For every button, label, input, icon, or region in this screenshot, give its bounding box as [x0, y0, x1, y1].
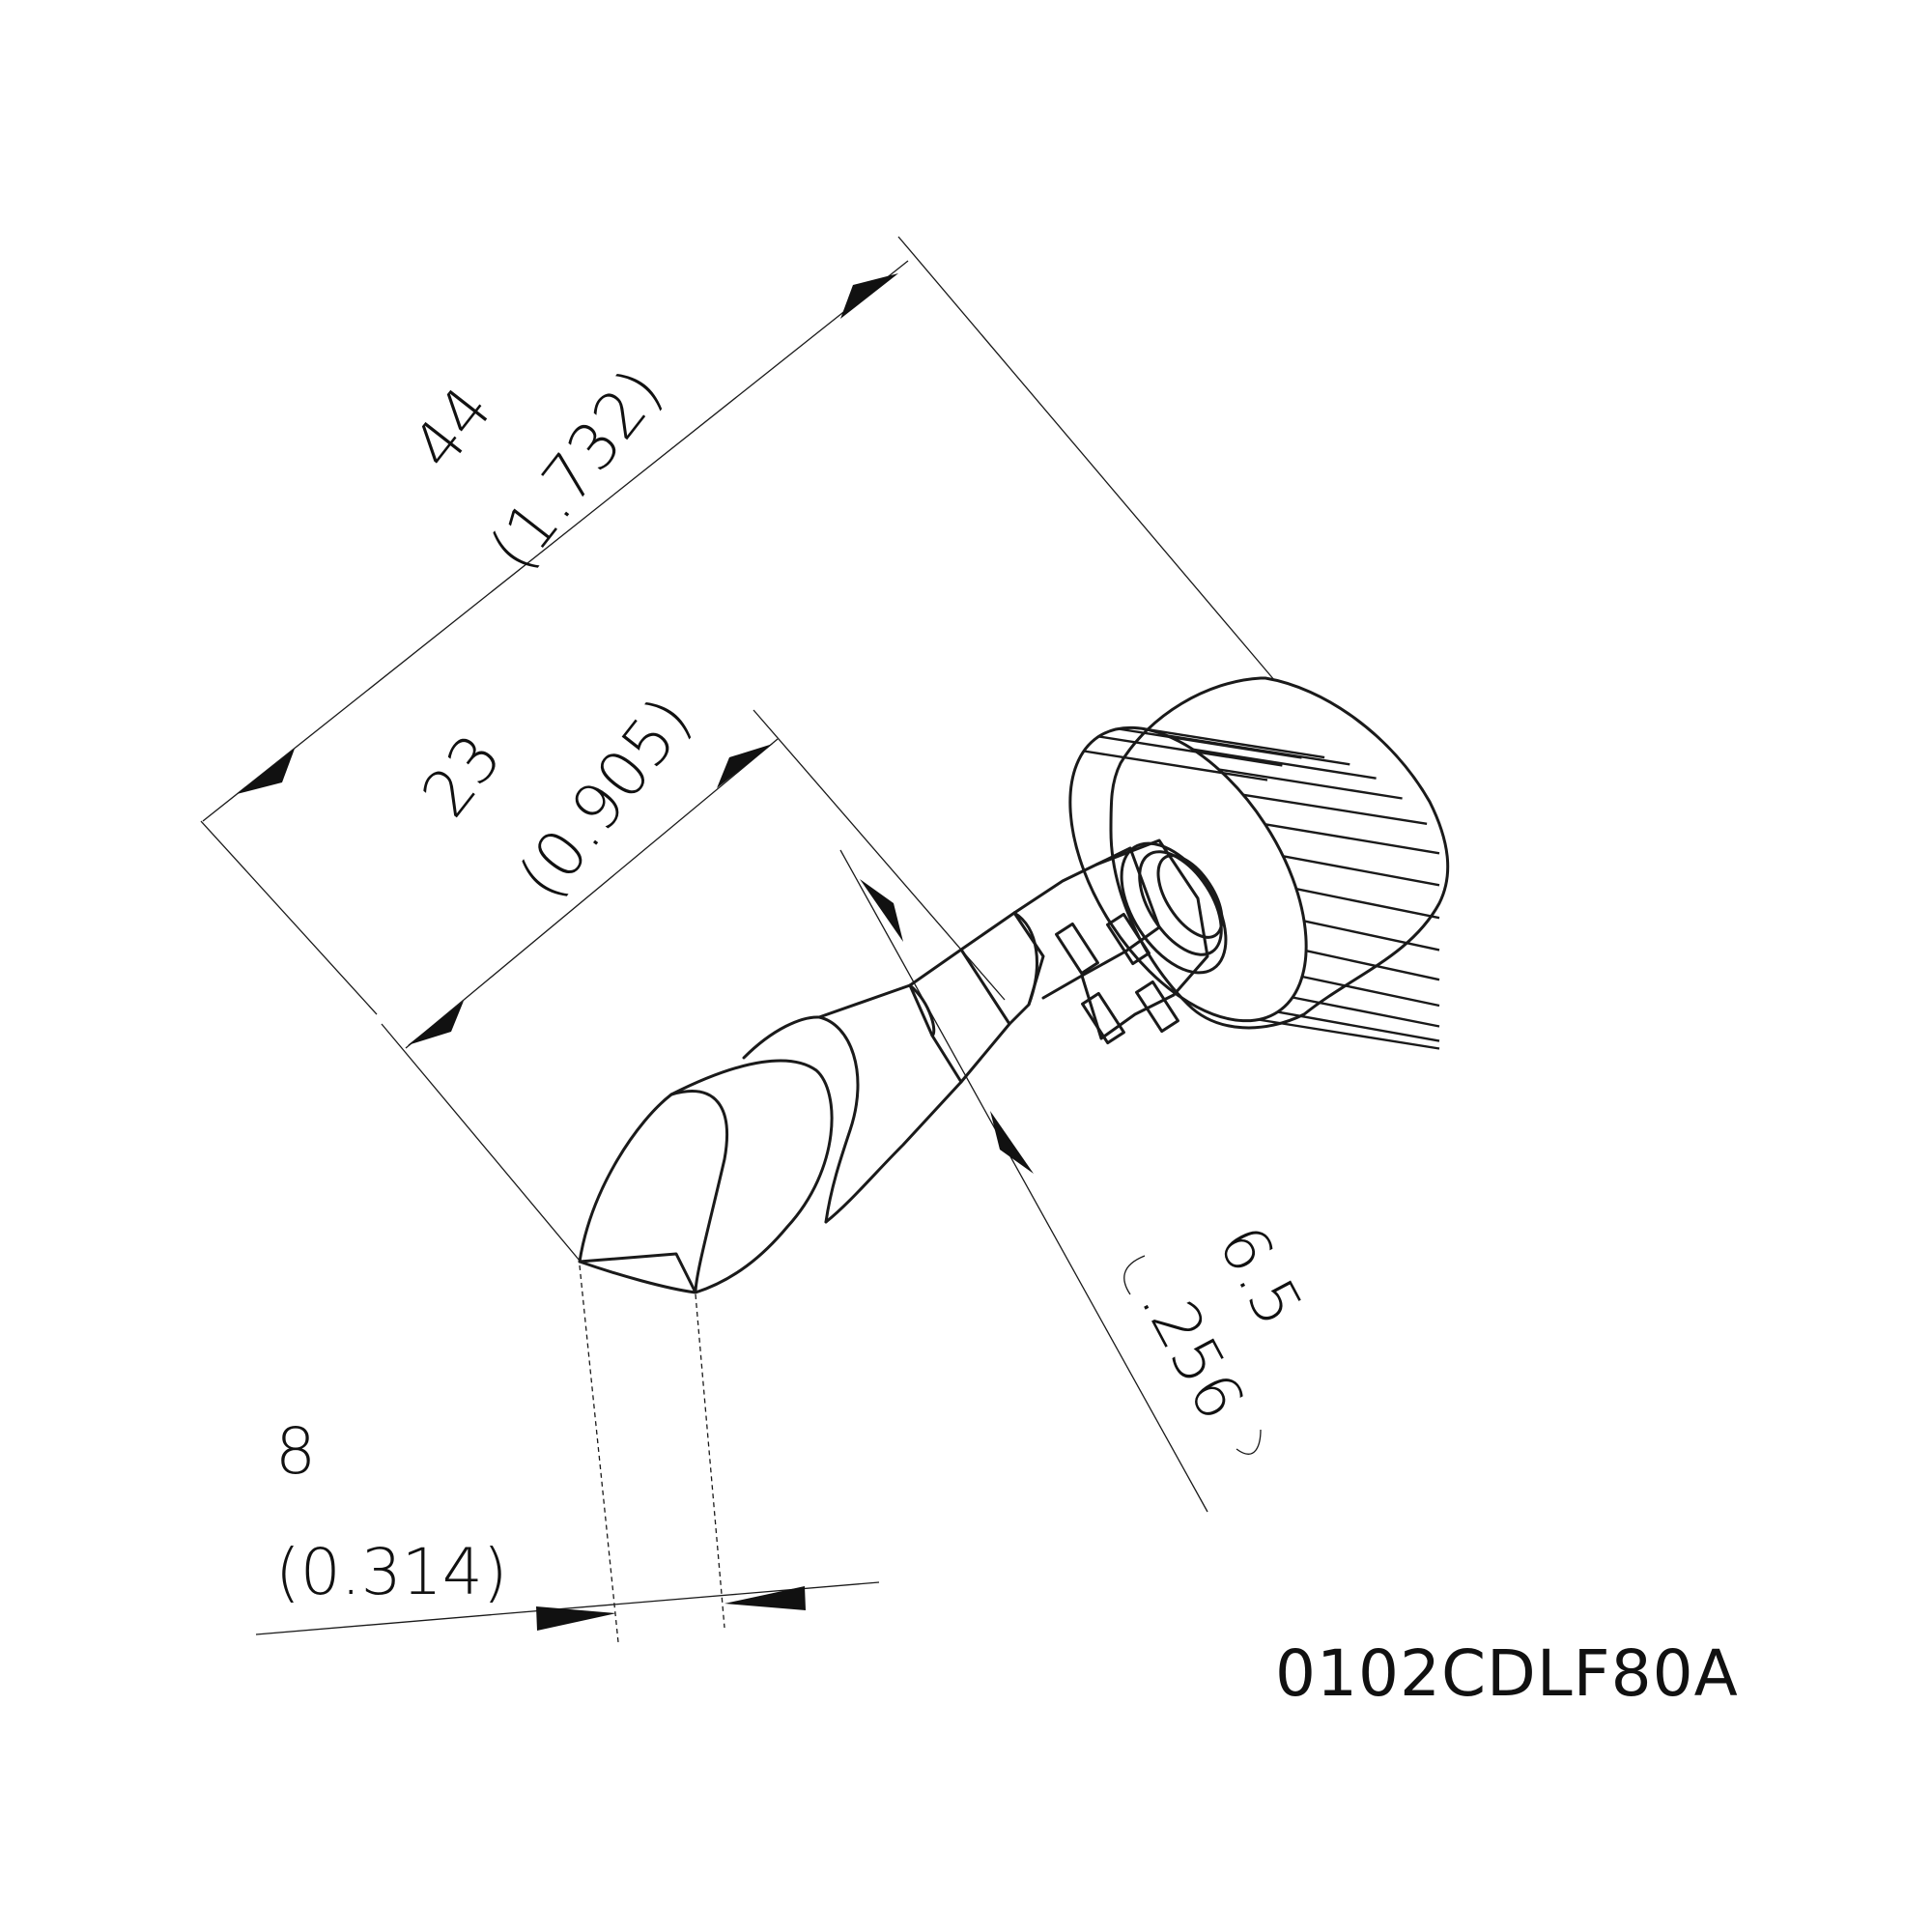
arrowhead [536, 1606, 616, 1631]
shaft-body [1012, 846, 1161, 1000]
dim-shaft-bracket [1123, 1255, 1146, 1295]
dim-shaft-bracket [1236, 1429, 1262, 1455]
knurl-ridge [1166, 734, 1350, 766]
dim-shaft-diameter: 6.5 .256 [839, 849, 1317, 1513]
arrowhead [860, 879, 903, 942]
tip-cone-ring [817, 1015, 860, 1224]
knurl-ridge [1083, 750, 1268, 781]
sleeve-slot [1135, 980, 1179, 1034]
part-number: 0102CDLF80A [1275, 1636, 1739, 1711]
knurl-ridge [1305, 950, 1440, 981]
knurl-ridge [1303, 920, 1440, 952]
knurl-ridge [1292, 996, 1440, 1028]
shaft-ring [1012, 911, 1038, 1007]
tip-cone [742, 983, 963, 1224]
knurl-ridge [1295, 888, 1440, 920]
dim-tip-inch: (0.905) [504, 684, 706, 913]
dim-overall-inch: (1.732) [475, 355, 677, 584]
nut-outline [1109, 676, 1450, 1030]
tip-shaft [959, 911, 1045, 1026]
tip-neck [908, 948, 1011, 1084]
dim-width-inch: (0.314) [275, 1535, 507, 1609]
knurl-ridge [1301, 975, 1440, 1008]
sleeve-edge [1080, 838, 1209, 1040]
knurl-ridge [1283, 855, 1440, 887]
extension-line [579, 1264, 619, 1643]
extension-line [381, 1023, 581, 1262]
nut-knurling [1083, 726, 1440, 1050]
soldering-tip [578, 838, 1228, 1294]
knurl-ridge [1140, 726, 1325, 759]
arrowhead [990, 1111, 1034, 1174]
extension-line [200, 820, 378, 1015]
sleeve-slot [1055, 922, 1099, 976]
extension-line [897, 236, 1276, 682]
collar-inner [1138, 850, 1223, 956]
dim-width-mm: 8 [275, 1414, 316, 1489]
collar-ring [1156, 854, 1224, 939]
arrowhead [237, 749, 295, 794]
extension-line [695, 1293, 725, 1629]
arrowhead [840, 273, 898, 319]
dim-shaft-mm: 6.5 [1204, 1213, 1317, 1338]
tip-neck-ring [908, 983, 936, 1037]
arrowhead [717, 744, 773, 788]
tip-bevel [669, 1059, 834, 1294]
knurl-ridge [1258, 1018, 1440, 1050]
knurl-ridge [1098, 735, 1283, 767]
knurl-ridge [1192, 748, 1377, 780]
extension-line [839, 849, 1208, 1513]
knurled-nut [1068, 676, 1450, 1050]
knurl-ridge [1264, 823, 1440, 855]
collar-outer [1120, 841, 1228, 975]
dim-tip-length: 23 (0.905) [381, 684, 1006, 1262]
knurl-ridge [1218, 768, 1403, 800]
dim-tip-mm: 23 [408, 721, 516, 831]
dim-overall-length: 44 (1.732) [200, 236, 1276, 1015]
arrowhead [408, 1001, 464, 1045]
tip-chisel-edge [578, 1252, 697, 1294]
sleeve-slot [1081, 991, 1125, 1045]
dim-overall-mm: 44 [398, 373, 506, 483]
knurl-ridge [1242, 793, 1428, 825]
extension-line [753, 709, 1006, 1001]
knurl-ridge [1277, 1010, 1440, 1042]
dim-tip-width: 8 (0.314) [255, 1264, 880, 1643]
tip-chisel-face [578, 1090, 729, 1294]
arrowhead [724, 1586, 806, 1610]
